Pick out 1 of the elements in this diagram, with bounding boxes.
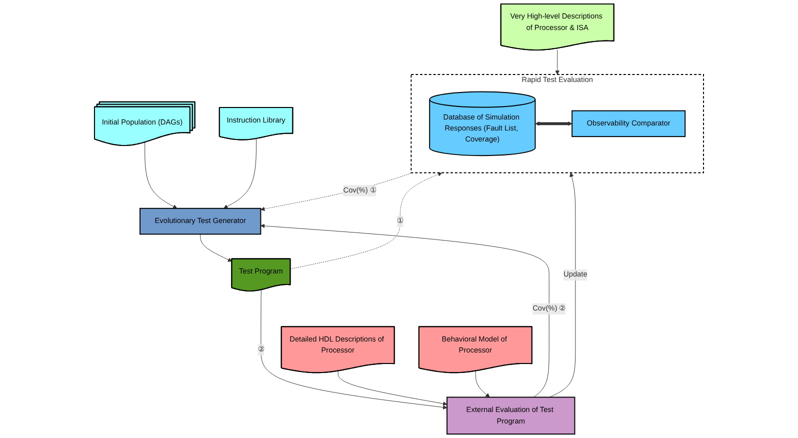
arrow [535,122,572,126]
